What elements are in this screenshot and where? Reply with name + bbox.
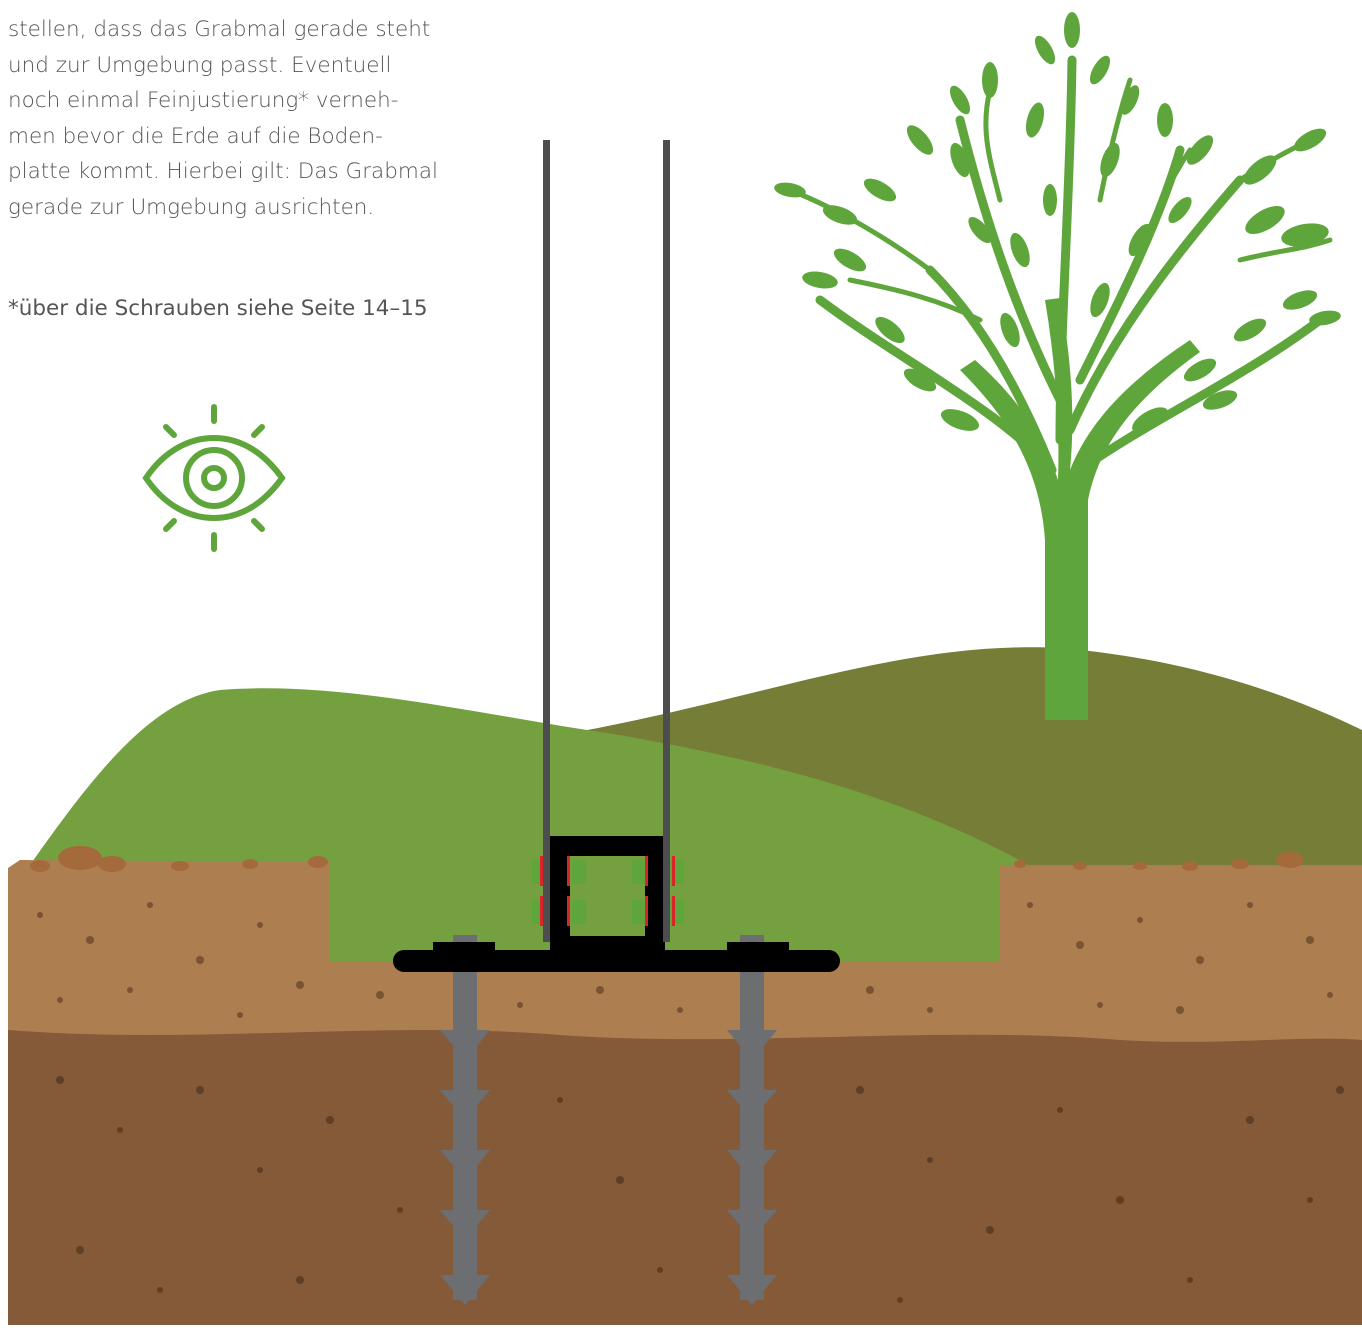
mounting-bracket xyxy=(550,836,665,956)
tree-illustration xyxy=(774,12,1341,720)
bracket-bolts xyxy=(532,856,684,926)
instruction-line-2: und zur Umgebung passt. Eventuell xyxy=(8,52,392,78)
instruction-line-5: platte kommt. Hierbei gilt: Das Grabmal xyxy=(8,159,438,184)
ground-screw-left xyxy=(440,935,490,1305)
subsoil-speckles xyxy=(56,1076,1344,1303)
headstone-left-edge xyxy=(543,140,550,942)
subsoil-layer xyxy=(8,1030,1362,1325)
topsoil-layer xyxy=(8,860,1362,1045)
instruction-line-3: noch einmal Feinjustierung* verneh- xyxy=(8,88,399,113)
instruction-text: stellen, dass das Grabmal gerade steht u… xyxy=(8,12,488,225)
eye-icon xyxy=(142,404,286,552)
topsoil-speckles xyxy=(37,902,1333,1018)
instruction-line-4: men bevor die Erde auf die Boden- xyxy=(8,123,383,149)
soil-clods xyxy=(30,846,1304,872)
ground-screw-right xyxy=(727,935,777,1305)
instruction-line-1: stellen, dass das Grabmal gerade steht xyxy=(8,17,431,42)
instruction-line-6: gerade zur Umgebung ausrichten. xyxy=(8,194,375,220)
headstone-right-edge xyxy=(663,140,670,942)
base-plate xyxy=(393,942,840,972)
footnote: *über die Schrauben siehe Seite 14–15 xyxy=(8,296,428,321)
